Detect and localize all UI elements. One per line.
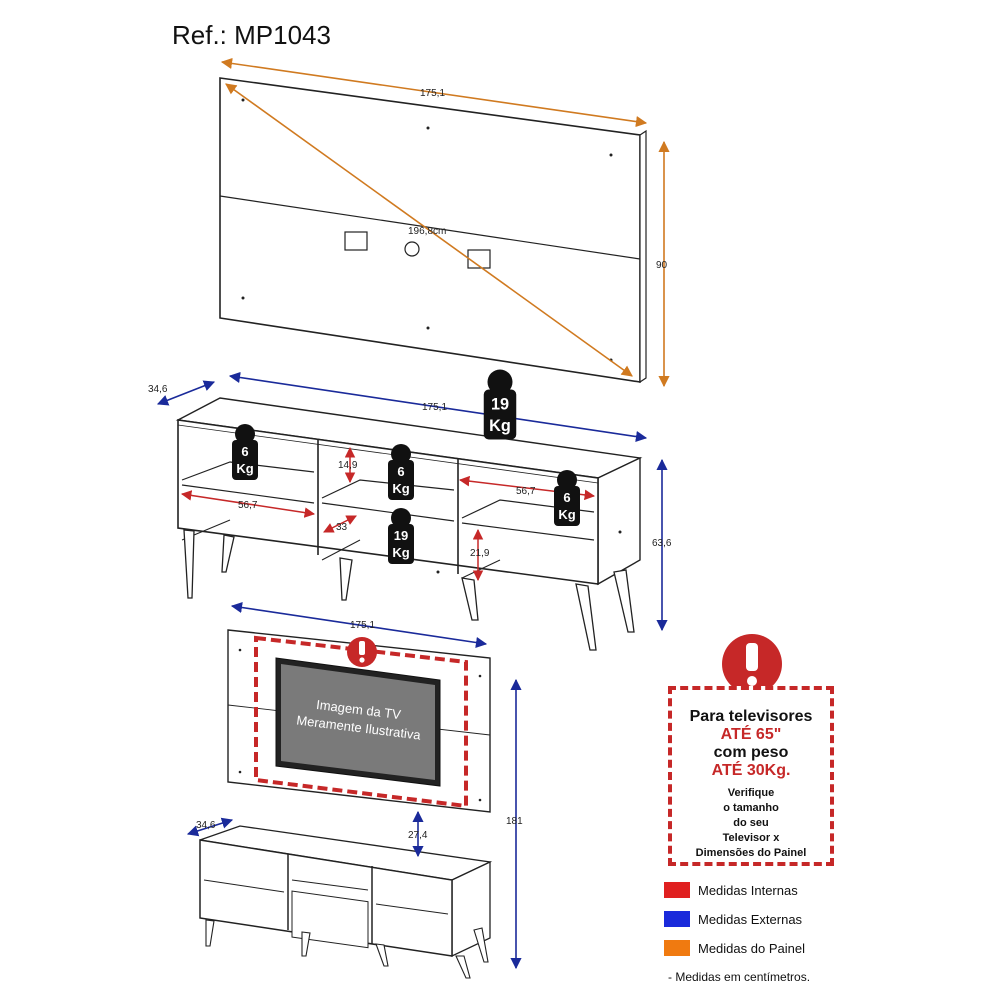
assembly-depth-label: 34,6 (196, 820, 216, 831)
rack-height-label: 63,6 (652, 538, 672, 549)
panel-height-label: 90 (656, 260, 668, 271)
legend-swatch-external (664, 911, 690, 927)
legend-label-internal: Medidas Internas (698, 882, 798, 898)
rack-width-label: 175,1 (422, 402, 447, 413)
warning-line1: Para televisores (689, 708, 813, 725)
warning-note4: Televisor x (722, 832, 780, 844)
warning-line2: ATÉ 65" (720, 726, 782, 743)
rack-drawing: 34,6 175,1 63,6 14,9 56,7 56,7 33 21,9 1… (148, 369, 672, 651)
svg-text:6: 6 (397, 464, 404, 479)
legend-panel: Medidas do Painel (664, 940, 805, 956)
weight-icon-center-low: 19 Kg (388, 508, 414, 564)
svg-text:6: 6 (241, 444, 248, 459)
svg-text:19: 19 (394, 528, 408, 543)
svg-text:19: 19 (491, 396, 509, 414)
bracket-left (344, 231, 368, 251)
assembly-height-label: 181 (506, 816, 523, 827)
weight-icon-top: 19 Kg (483, 369, 517, 440)
ref-title: Ref.: MP1043 (172, 20, 331, 50)
legend-swatch-internal (664, 882, 690, 898)
legend-external: Medidas Externas (664, 911, 802, 927)
panel-drawing: 175,1 90 196,8cm (219, 57, 670, 388)
cable-hole (404, 241, 420, 257)
svg-text:Kg: Kg (392, 481, 409, 496)
rack-depth-label: 34,6 (148, 384, 168, 395)
svg-text:6: 6 (563, 490, 570, 505)
panel-width-label: 175,1 (420, 88, 445, 99)
assembly-drawing: Imagem da TV Meramente Ilustrativa 175,1… (186, 601, 523, 979)
warning-icon-small (347, 637, 377, 667)
warning-line3: com peso (713, 744, 789, 761)
tv-screen (281, 664, 435, 780)
svg-text:Kg: Kg (558, 507, 575, 522)
warning-note2: o tamanho (723, 802, 779, 814)
lower-height-label: 21,9 (470, 548, 490, 559)
warning-note3: do seu (733, 817, 769, 829)
warning-line4: ATÉ 30Kg. (711, 762, 791, 779)
niche-width-right-label: 56,7 (516, 486, 536, 497)
assembly-gap-label: 27,4 (408, 830, 428, 841)
niche-width-left-label: 56,7 (238, 500, 258, 511)
svg-text:Kg: Kg (236, 461, 253, 476)
footnote: - Medidas em centímetros. (668, 970, 811, 984)
svg-text:Kg: Kg (489, 417, 511, 435)
warning-icon-large (722, 634, 782, 694)
svg-text:Kg: Kg (392, 545, 409, 560)
legend-internal: Medidas Internas (664, 882, 798, 898)
legend-label-panel: Medidas do Painel (698, 940, 805, 956)
panel-diagonal-label: 196,8cm (408, 226, 446, 237)
warning-note1: Verifique (727, 787, 775, 799)
legend-label-external: Medidas Externas (698, 911, 803, 927)
weight-icon-right: 6 Kg (554, 470, 580, 526)
legend-swatch-panel (664, 940, 690, 956)
assembly-width-label: 175,1 (350, 620, 375, 631)
warning-note5: Dimensões do Painel (695, 847, 807, 859)
weight-icon-center: 6 Kg (388, 444, 414, 500)
tv-warning-box: Para televisores ATÉ 65" com peso ATÉ 30… (668, 686, 834, 866)
center-depth-label: 33 (336, 522, 348, 533)
niche-height-label: 14,9 (338, 460, 358, 471)
weight-icon-left: 6 Kg (232, 424, 258, 480)
